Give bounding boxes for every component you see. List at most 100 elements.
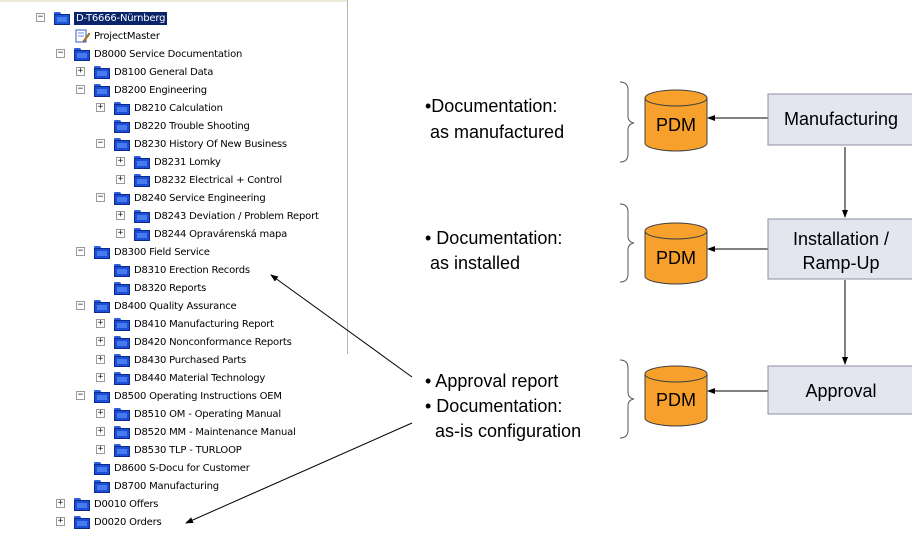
expand-toggle-d8210-calculation[interactable]: + [96,102,105,112]
expand-toggle-d8243-deviation-problem-report[interactable]: + [116,210,125,220]
tree-item-d0020-orders[interactable]: D0020 Orders [74,513,162,531]
tree-item-d8240-service-engineering[interactable]: D8240 Service Engineering [114,189,266,207]
collapse-toggle-d8200-engineering[interactable]: − [76,84,85,94]
collapse-toggle-d8000-service-documentation[interactable]: − [56,48,65,58]
tree-item-d-t6666-n-rnberg[interactable]: D-T6666-Nürnberg [54,9,168,27]
tree-item-d8530-tlp-turloop[interactable]: D8530 TLP - TURLOOP [114,441,242,459]
expand-toggle-d8410-manufacturing-report[interactable]: + [96,318,105,328]
folder-icon [134,209,150,223]
expand-toggle-d8232-electrical-control[interactable]: + [116,174,125,184]
tree-item-d8320-reports[interactable]: D8320 Reports [114,279,206,297]
folder-icon [74,47,90,61]
folder-icon [114,119,130,133]
collapse-toggle-d8400-quality-assurance[interactable]: − [76,300,85,310]
folder-icon [134,227,150,241]
folder-icon [114,407,130,421]
tree-item-d8232-electrical-control[interactable]: D8232 Electrical + Control [134,171,282,189]
expand-toggle-d8440-material-technology[interactable]: + [96,372,105,382]
tree-item-d8510-om-operating-manual[interactable]: D8510 OM - Operating Manual [114,405,281,423]
tree-item-label: ProjectMaster [94,30,160,42]
expand-toggle-d8510-om-operating-manual[interactable]: + [96,408,105,418]
tree-item-label: D8300 Field Service [114,246,210,258]
collapse-toggle-d8300-field-service[interactable]: − [76,246,85,256]
tree-item-d8230-history-of-new-business[interactable]: D8230 History Of New Business [114,135,287,153]
tree-item-label: D8244 Opravárenská mapa [154,228,288,240]
row3-text-line3: as-is configuration [425,421,581,441]
tree-item-d8410-manufacturing-report[interactable]: D8410 Manufacturing Report [114,315,274,333]
folder-icon [114,191,130,205]
expand-toggle-d8430-purchased-parts[interactable]: + [96,354,105,364]
pdm-label-1: PDM [656,115,696,135]
tree-item-label: D8231 Lomky [154,156,221,168]
tree-item-label: D8520 MM - Maintenance Manual [134,426,296,438]
pdm-label-2: PDM [656,248,696,268]
tree-item-label: D8230 History Of New Business [134,138,287,150]
tree-item-d8600-s-docu-for-customer[interactable]: D8600 S-Docu for Customer [94,459,250,477]
tree-item-label: D8500 Operating Instructions OEM [114,390,282,402]
tree-item-label: D8430 Purchased Parts [134,354,247,366]
row2-text-line2: as installed [425,253,520,273]
tree-item-label: D8410 Manufacturing Report [134,318,274,330]
folder-icon [74,497,90,511]
expand-toggle-d8244-oprav-rensk-mapa[interactable]: + [116,228,125,238]
expand-toggle-d0010-offers[interactable]: + [56,498,65,508]
tree-item-d0010-offers[interactable]: D0010 Offers [74,495,159,513]
tree-item-label: D8320 Reports [134,282,207,294]
row2-brace [619,203,635,283]
tree-item-d8430-purchased-parts[interactable]: D8430 Purchased Parts [114,351,246,369]
process-box-approval [767,365,912,415]
tree-item-label: D8420 Nonconformance Reports [134,336,292,348]
tree-item-label: D8600 S-Docu for Customer [114,462,250,474]
collapse-toggle-d8240-service-engineering[interactable]: − [96,192,105,202]
tree-item-label: D8000 Service Documentation [94,48,243,60]
expand-toggle-d8420-nonconformance-reports[interactable]: + [96,336,105,346]
tree-item-d8400-quality-assurance[interactable]: D8400 Quality Assurance [94,297,237,315]
expand-toggle-d8530-tlp-turloop[interactable]: + [96,444,105,454]
tree-item-label: D8210 Calculation [134,102,223,114]
collapse-toggle-d-t6666-n-rnberg[interactable]: − [36,12,45,22]
folder-icon [134,155,150,169]
tree-item-label: D8700 Manufacturing [114,480,219,492]
expand-toggle-d0020-orders[interactable]: + [56,516,65,526]
row1-text-line1: •Documentation: [425,96,557,116]
process-box-installation [767,218,912,280]
expand-toggle-d8100-general-data[interactable]: + [76,66,85,76]
tree-item-d8300-field-service[interactable]: D8300 Field Service [94,243,210,261]
tree-item-d8243-deviation-problem-report[interactable]: D8243 Deviation / Problem Report [134,207,319,225]
expand-toggle-d8520-mm-maintenance-manual[interactable]: + [96,426,105,436]
tree-item-label: D-T6666-Nürnberg [74,11,168,25]
collapse-toggle-d8230-history-of-new-business[interactable]: − [96,138,105,148]
tree-item-d8210-calculation[interactable]: D8210 Calculation [114,99,223,117]
collapse-toggle-d8500-operating-instructions-oem[interactable]: − [76,390,85,400]
tree-item-d8420-nonconformance-reports[interactable]: D8420 Nonconformance Reports [114,333,292,351]
process-box-manufacturing [767,93,912,146]
tree-item-label: D0020 Orders [94,516,162,528]
process-label-approval: Approval [805,381,876,401]
tree-item-label: D8400 Quality Assurance [114,300,237,312]
expand-toggle-d8231-lomky[interactable]: + [116,156,125,166]
tree-item-d8220-trouble-shooting[interactable]: D8220 Trouble Shooting [114,117,250,135]
tree-panel-border [347,0,348,354]
tree-item-d8520-mm-maintenance-manual[interactable]: D8520 MM - Maintenance Manual [114,423,296,441]
tree-item-label: D8530 TLP - TURLOOP [134,444,242,456]
process-label-manufacturing: Manufacturing [784,109,898,129]
folder-icon [114,443,130,457]
tree-item-d8231-lomky[interactable]: D8231 Lomky [134,153,221,171]
folder-icon [134,173,150,187]
tree-item-d8244-oprav-rensk-mapa[interactable]: D8244 Opravárenská mapa [134,225,287,243]
tree-item-d8500-operating-instructions-oem[interactable]: D8500 Operating Instructions OEM [94,387,282,405]
tree-item-d8440-material-technology[interactable]: D8440 Material Technology [114,369,265,387]
tree-item-projectmaster[interactable]: ProjectMaster [74,27,160,45]
tree-item-d8200-engineering[interactable]: D8200 Engineering [94,81,207,99]
tree-item-label: D8220 Trouble Shooting [134,120,250,132]
tree-item-label: D8510 OM - Operating Manual [134,408,281,420]
tree-item-label: D8240 Service Engineering [134,192,266,204]
tree-item-d8100-general-data[interactable]: D8100 General Data [94,63,213,81]
tree-item-d8000-service-documentation[interactable]: D8000 Service Documentation [74,45,242,63]
tree-item-d8700-manufacturing[interactable]: D8700 Manufacturing [94,477,219,495]
tree-item-label: D8232 Electrical + Control [154,174,282,186]
folder-icon [114,425,130,439]
folder-icon [74,515,90,529]
tree-item-d8310-erection-records[interactable]: D8310 Erection Records [114,261,250,279]
document-edit-icon [75,29,90,43]
